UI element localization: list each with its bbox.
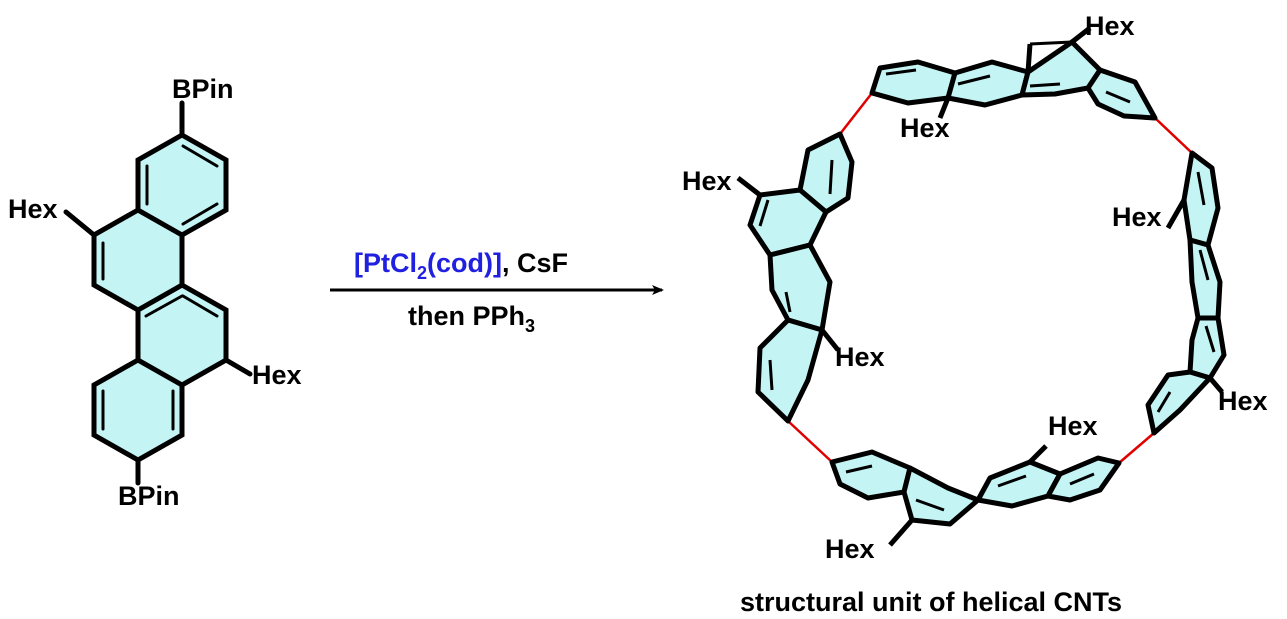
product-unit-bottom	[829, 444, 1122, 547]
product-label-hex-1: Hex	[1085, 11, 1135, 41]
reactant-top-group: BPin	[172, 74, 234, 104]
product-unit-right	[1145, 150, 1227, 436]
second-step-text: then PPh	[408, 301, 525, 331]
product-unit-left	[736, 131, 855, 424]
product-caption: structural unit of helical CNTs	[740, 587, 1122, 617]
reactant-molecule: BPin BPin Hex Hex	[8, 74, 302, 511]
reaction-conditions-bottom: then PPh3	[408, 301, 535, 336]
product-label-hex-2: Hex	[900, 113, 950, 143]
second-step-subscript: 3	[525, 316, 535, 336]
catalyst-subscript: 2	[417, 263, 427, 283]
product-linker-bonds	[787, 92, 1193, 464]
reaction-conditions-top: [PtCl2(cod)], CsF	[354, 248, 568, 283]
product-label-hex-5: Hex	[835, 342, 885, 372]
catalyst-text-2: (cod)]	[427, 248, 502, 278]
product-label-hex-6: Hex	[1218, 386, 1268, 416]
reactant-right-substituent: Hex	[252, 360, 302, 390]
product-label-hex-7: Hex	[1048, 411, 1098, 441]
reactant-left-substituent: Hex	[8, 194, 58, 224]
reactant-bottom-group: BPin	[118, 481, 180, 511]
product-label-hex-8: Hex	[825, 534, 875, 564]
product-label-hex-4: Hex	[1112, 202, 1162, 232]
product-macrocycle: Hex Hex Hex Hex Hex Hex Hex Hex	[682, 11, 1268, 564]
product-label-hex-3: Hex	[682, 166, 732, 196]
additive-text: , CsF	[502, 248, 568, 278]
product-unit-top	[869, 26, 1158, 121]
reactant-bonds	[63, 100, 253, 486]
catalyst-text: [PtCl	[354, 248, 417, 278]
